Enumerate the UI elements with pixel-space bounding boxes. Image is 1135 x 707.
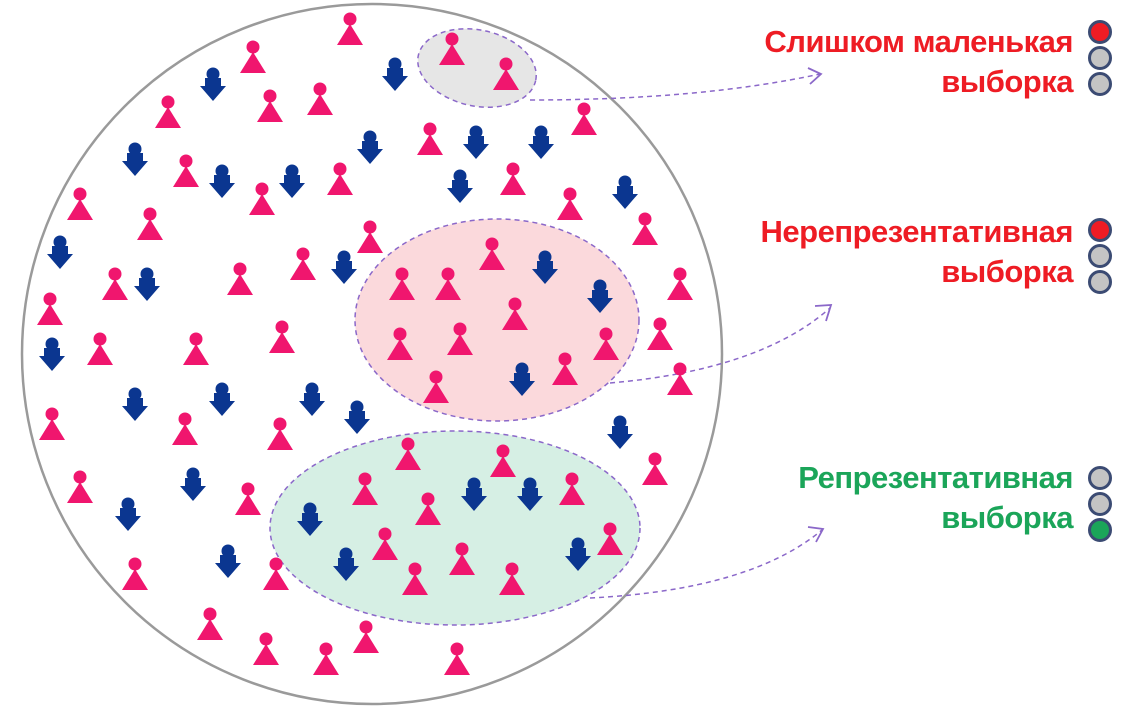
traffic-light-icon: [1088, 46, 1112, 70]
traffic-light-icon: [1088, 244, 1112, 268]
nonrepresentative-sample-label-line2: выборка: [941, 254, 1073, 289]
traffic-light-icon: [1088, 518, 1112, 542]
arrowhead-icon: [814, 304, 833, 322]
traffic-light-icon: [1088, 466, 1112, 490]
representative-sample-label-line2: выборка: [941, 500, 1073, 535]
arrowhead-icon: [807, 526, 825, 543]
nonrepresentative-sample-label-line1: Нерепрезентативная: [760, 214, 1074, 249]
nonrepresentative-sample-region: [354, 218, 640, 422]
arrowheads: [807, 67, 833, 543]
small-sample-label-line1: Слишком маленькая: [764, 24, 1073, 59]
traffic-light-icon: [1088, 492, 1112, 516]
arrowhead-icon: [807, 67, 823, 85]
small-sample-label-line2: выборка: [941, 64, 1073, 99]
representative-sample-label: Репрезентативная выборка: [798, 458, 1073, 538]
arrow-nonrepresentative-sample: [609, 307, 831, 384]
traffic-light-icon: [1088, 218, 1112, 242]
traffic-light-icon: [1088, 270, 1112, 294]
pointer-arrows: [529, 73, 831, 599]
traffic-light-icon: [1088, 20, 1112, 44]
nonrepresentative-sample-label: Нерепрезентативная выборка: [760, 212, 1074, 292]
traffic-light-icon: [1088, 72, 1112, 96]
representative-sample-region: [269, 430, 641, 626]
small-sample-label: Слишком маленькая выборка: [764, 22, 1073, 102]
arrow-small-sample: [529, 73, 821, 101]
representative-sample-label-line1: Репрезентативная: [798, 460, 1073, 495]
arrow-representative-sample: [589, 529, 823, 599]
